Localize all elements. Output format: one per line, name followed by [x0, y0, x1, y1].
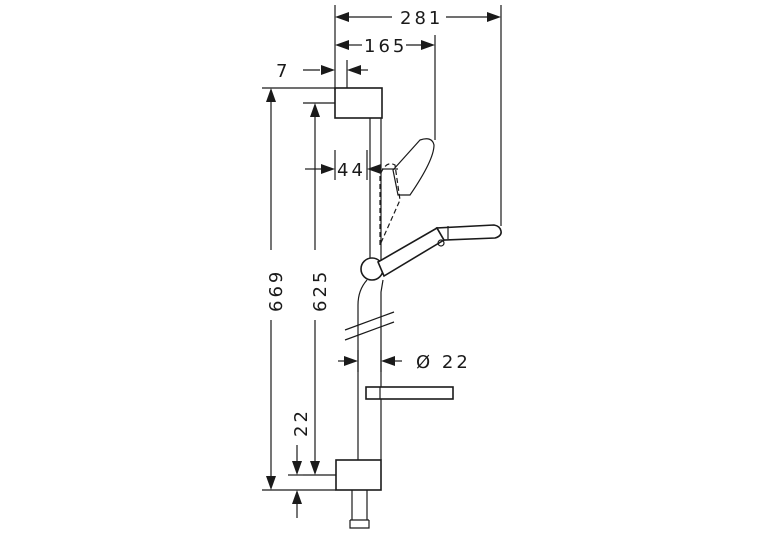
dim-22-vertical-label: 22 [291, 408, 312, 437]
shower-set-outline [334, 87, 502, 529]
hand-shower-button [437, 239, 445, 247]
dim-7: 7 [276, 60, 368, 88]
break-line-lower [344, 321, 395, 341]
rail-lower-section [357, 279, 384, 460]
dim-rail-diameter-label: Ø 22 [416, 352, 471, 373]
dim-625: 625 [303, 102, 336, 476]
bottom-wall-bracket [335, 459, 382, 491]
dim-44: 44 [305, 150, 398, 181]
hand-shower-head [435, 224, 502, 241]
dim-44-label: 44 [337, 160, 366, 181]
dim-669-label: 669 [266, 269, 287, 312]
dim-rail-diameter: Ø 22 [338, 350, 471, 373]
dim-281-label: 281 [400, 8, 443, 29]
dim-7-label: 7 [276, 61, 290, 82]
hand-shower-handle [376, 226, 446, 278]
dim-625-label: 625 [310, 269, 331, 312]
break-line-upper [344, 311, 395, 331]
dim-22-vertical: 22 [288, 408, 312, 518]
dim-281: 281 [334, 5, 502, 226]
dim-165-label: 165 [364, 36, 407, 57]
hose-connector [349, 490, 370, 529]
dim-669: 669 [262, 87, 336, 491]
soap-shelf [365, 386, 454, 400]
hand-shower-alt-position [379, 163, 401, 246]
dim-165: 165 [335, 35, 436, 140]
hand-shower-alt-head [392, 138, 435, 196]
top-wall-bracket [334, 87, 383, 119]
